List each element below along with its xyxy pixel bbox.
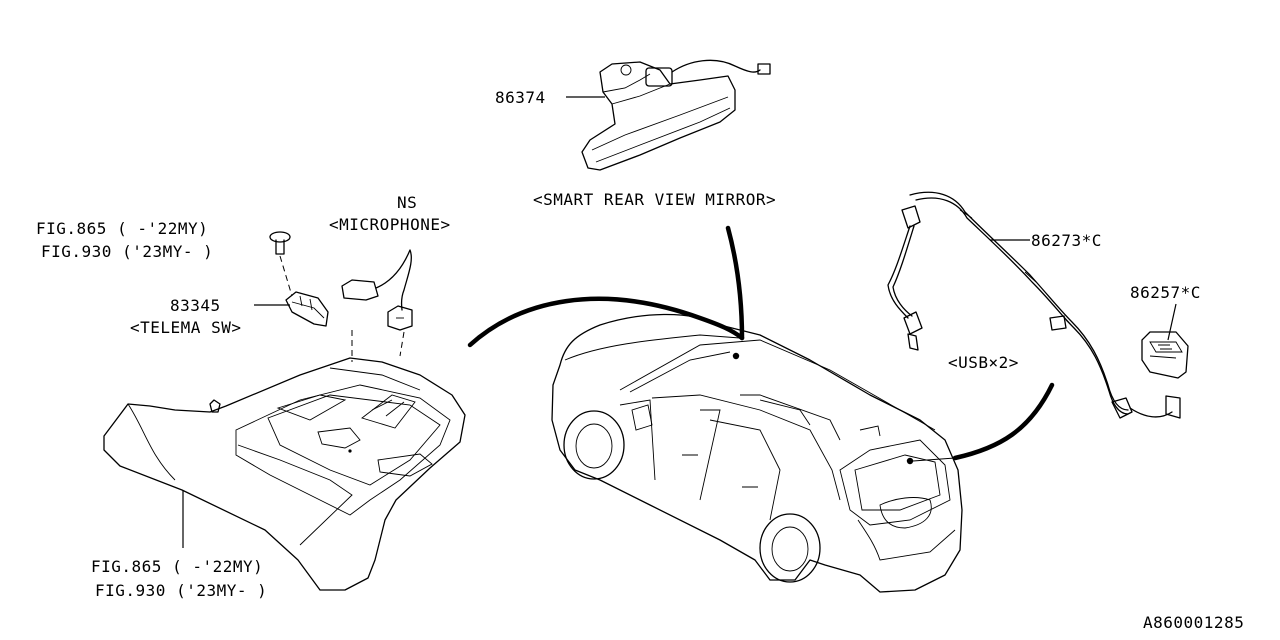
clip-dash-leader: [279, 255, 293, 297]
curved-leader-console: [467, 296, 745, 348]
diagram-id: A860001285: [1143, 613, 1244, 632]
usb-unit[interactable]: [1141, 331, 1189, 379]
curved-leader-usb: [952, 382, 1055, 461]
rear-view-mirror[interactable]: [581, 59, 771, 171]
label-fig-top-1: FIG.865 ( -'22MY): [36, 219, 208, 238]
label-mirror-part: 86374: [495, 88, 546, 107]
microphone-assembly[interactable]: [341, 249, 413, 331]
label-telema-name: <TELEMA SW>: [130, 318, 241, 337]
leader-usb: [1167, 303, 1177, 341]
label-usb-name: <USB×2>: [948, 353, 1019, 372]
label-ns: NS: [397, 193, 417, 212]
label-fig-bottom-1: FIG.865 ( -'22MY): [91, 557, 263, 576]
label-telema-part: 83345: [170, 296, 221, 315]
usb-harness[interactable]: [887, 191, 1181, 419]
vehicle-illustration: [551, 313, 963, 593]
label-usb-part: 86257*C: [1130, 283, 1201, 302]
curved-leader-mirror: [725, 225, 745, 341]
overhead-console[interactable]: [103, 357, 466, 591]
telema-switch[interactable]: [285, 291, 329, 327]
mirror-location-dot: [732, 352, 740, 360]
clip-fastener[interactable]: [269, 231, 291, 255]
microphone-dash-leaders: [351, 330, 405, 362]
label-fig-top-2: FIG.930 ('23MY- ): [41, 242, 213, 261]
label-fig-bottom-2: FIG.930 ('23MY- ): [95, 581, 267, 600]
usb-location-dot: [906, 457, 914, 465]
label-microphone: <MICROPHONE>: [329, 215, 451, 234]
label-usb-harness-part: 86273*C: [1031, 231, 1102, 250]
label-mirror-name: <SMART REAR VIEW MIRROR>: [533, 190, 776, 209]
